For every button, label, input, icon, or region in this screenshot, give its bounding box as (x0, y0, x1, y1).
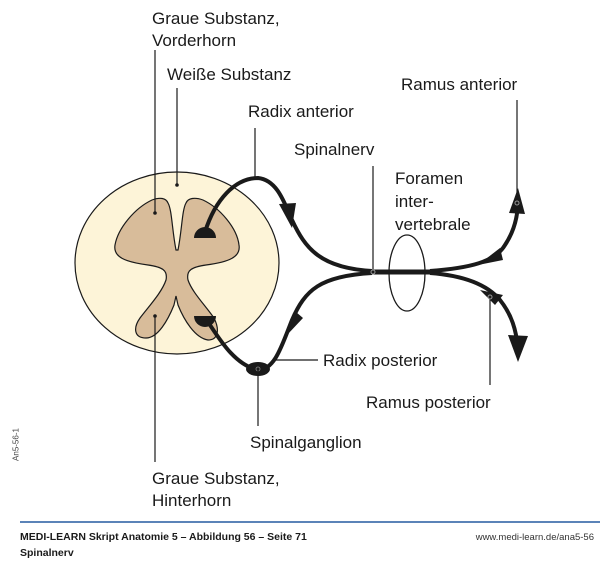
ramus-posterior-arrow-down (508, 335, 528, 362)
foramen-intervertebrale (388, 234, 426, 312)
label-graue-vorderhorn-1: Graue Substanz, (152, 9, 280, 28)
ramus-posterior-path (429, 271, 520, 349)
ramus-anterior-arrow-back (478, 248, 503, 265)
label-graue-hinterhorn-1: Graue Substanz, (152, 469, 280, 488)
label-spinalganglion: Spinalganglion (250, 433, 362, 452)
footer-source: MEDI-LEARN Skript Anatomie 5 – Abbildung… (20, 531, 307, 543)
spinal-nerve-diagram: Graue Substanz, Vorderhorn Weiße Substan… (74, 9, 528, 510)
label-foramen-1: Foramen (395, 169, 463, 188)
label-spinalnerv: Spinalnerv (294, 140, 375, 159)
label-ramus-anterior: Ramus anterior (401, 75, 518, 94)
label-graue-vorderhorn-2: Vorderhorn (152, 31, 236, 50)
posterior-horn-cell (194, 316, 216, 327)
label-radix-posterior: Radix posterior (323, 351, 438, 370)
ramus-anterior-path (429, 199, 520, 273)
leader-dot (153, 211, 157, 215)
label-radix-anterior: Radix anterior (248, 102, 354, 121)
leader-lines (154, 50, 518, 462)
radix-anterior-path (203, 175, 373, 273)
radix-posterior-path (206, 271, 373, 373)
leader-dot (514, 200, 520, 206)
footer-divider (20, 521, 600, 523)
label-weisse-substanz: Weiße Substanz (167, 65, 291, 84)
label-graue-hinterhorn-2: Hinterhorn (152, 491, 231, 510)
label-foramen-2: inter- (395, 192, 434, 211)
figure-id: An5-56-1 (11, 428, 21, 461)
leader-dot (370, 269, 376, 275)
footer-url[interactable]: www.medi-learn.de/ana5-56 (475, 532, 594, 543)
label-ramus-posterior: Ramus posterior (366, 393, 491, 412)
label-foramen-3: vertebrale (395, 215, 471, 234)
radix-anterior-arrow (279, 203, 296, 228)
leader-dot (487, 294, 493, 300)
anterior-horn-cell (194, 227, 216, 238)
leader-dot (153, 314, 157, 318)
radix-posterior-arrow (287, 312, 303, 335)
footer-caption: Spinalnerv (20, 547, 74, 559)
leader-dot (175, 183, 179, 187)
